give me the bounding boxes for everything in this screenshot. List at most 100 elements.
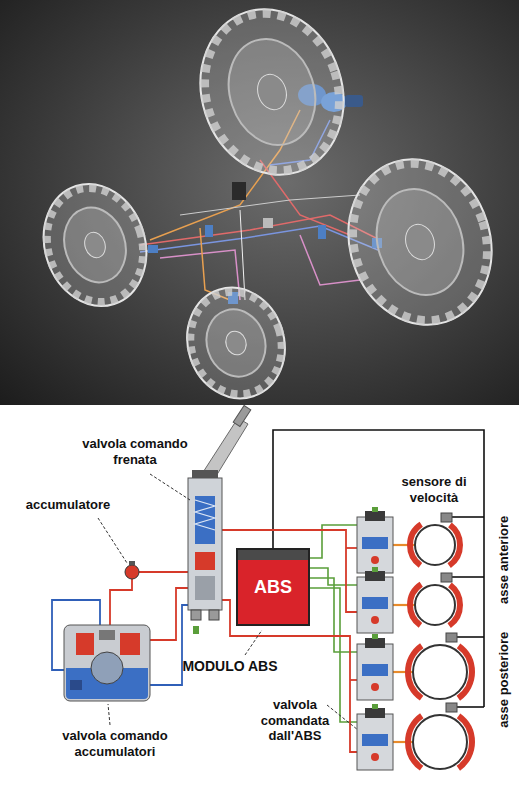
- accumulator-valve-symbol: [64, 625, 150, 701]
- rear-tyre: [253, 71, 291, 114]
- brake-valve-symbol: [195, 576, 215, 600]
- brake-line: [393, 545, 415, 742]
- rear-tyre: [401, 221, 439, 264]
- modulator-valve-symbol: [372, 704, 378, 709]
- modulator-valve-symbol: [357, 577, 393, 633]
- leader-line: [245, 630, 262, 655]
- modulator-valve-symbol: [371, 556, 379, 564]
- front-tyre: [81, 230, 108, 261]
- brake-valve-symbol: [195, 552, 215, 570]
- part-label-text: accumulatore: [26, 497, 111, 512]
- front-brake-symbol: [410, 580, 460, 630]
- module-label: MODULO ABS: [160, 658, 300, 675]
- front-brake-symbol: [441, 513, 452, 522]
- modulator-valve-symbol: [357, 517, 393, 573]
- rear-tyre: [185, 0, 360, 188]
- return-line: [150, 605, 188, 685]
- accumulator-valve-symbol: [76, 633, 94, 655]
- rear-tyre: [327, 140, 512, 343]
- accumulator-symbol: [125, 561, 139, 579]
- chassis-parts: [148, 245, 158, 253]
- accumulator-valve-symbol: [99, 630, 115, 640]
- brake-valve-symbol: [188, 478, 222, 610]
- chassis-lines: [180, 195, 360, 215]
- axle-label-text: asse posteriore: [495, 632, 510, 728]
- front-tyre: [173, 275, 299, 411]
- front-tyre: [32, 175, 157, 314]
- rear-brake-symbol: [446, 633, 457, 642]
- rear-brake-symbol: [413, 645, 467, 699]
- part-label: valvola comando frenata: [65, 436, 205, 467]
- rear-brake-symbol: [446, 703, 457, 712]
- rear-brake-symbol: [408, 710, 472, 774]
- pressure-line: [346, 547, 357, 549]
- modulator-valve-symbol: [372, 567, 378, 572]
- front-brake-symbol: [441, 573, 452, 582]
- accumulator-symbol: [125, 565, 139, 579]
- modulator-valve-symbol: [371, 753, 379, 761]
- render-background: [0, 0, 519, 405]
- pressure-line: [110, 579, 132, 625]
- render-background: [0, 405, 519, 800]
- chassis-parts: [232, 182, 246, 200]
- brake-valve-symbol: [195, 496, 215, 544]
- accumulator-valve-symbol: [64, 625, 150, 701]
- rear-tyre: [179, 0, 364, 194]
- modulator-valve-symbol: [365, 511, 385, 521]
- brake-valve-symbol: [195, 500, 215, 530]
- leader-line: [108, 704, 110, 725]
- front-brake-symbol: [410, 513, 460, 570]
- modulator-valve-symbol: [372, 634, 378, 639]
- part-label: sensore di velocità: [388, 474, 480, 505]
- modulator-valve-symbol: [372, 507, 378, 512]
- sensor-wire: [452, 576, 484, 578]
- part-label: accumulatore: [8, 497, 128, 513]
- sensor-wire: [457, 636, 484, 638]
- part-label-text: valvola comandata dall'ABS: [261, 697, 330, 743]
- pressure-line: [350, 679, 357, 681]
- chassis-parts: [345, 95, 363, 107]
- front-tyre: [28, 171, 161, 320]
- pressure-line: [139, 571, 188, 573]
- modulator-valve-symbol: [365, 708, 385, 718]
- brake-valve-symbol: [191, 610, 201, 620]
- chassis-parts: [318, 225, 326, 239]
- leader-line: [98, 474, 358, 730]
- modulator-valve-symbol: [357, 714, 393, 770]
- part-label-text: valvola comando accumulatori: [62, 728, 167, 759]
- modulator-valve-symbol: [357, 704, 393, 770]
- leader-line: [98, 518, 127, 563]
- front-tyre: [55, 200, 136, 291]
- front-brake-symbol: [415, 585, 455, 625]
- front-tyre: [173, 275, 299, 411]
- leader-line: [327, 705, 358, 730]
- front-tyre: [177, 280, 295, 407]
- brake-valve-symbol: [193, 626, 199, 634]
- accumulator-valve-symbol: [120, 633, 140, 655]
- front-brake-symbol: [410, 573, 460, 630]
- rear-brake-symbol: [408, 640, 472, 704]
- accumulator-valve-symbol: [70, 680, 82, 690]
- module-label-text: MODULO ABS: [182, 658, 277, 674]
- part-label: valvola comandata dall'ABS: [258, 697, 332, 744]
- modulator-valve-symbol: [362, 664, 388, 676]
- front-brake-symbol: [410, 520, 460, 570]
- modulator-valve-symbol: [362, 734, 388, 746]
- modulator-valve-symbol: [362, 537, 388, 549]
- front-tyre: [28, 171, 161, 320]
- axle-label: asse anteriore: [495, 515, 511, 604]
- modulator-valve-symbol: [357, 644, 393, 700]
- part-label-text: sensore di velocità: [401, 474, 466, 505]
- axle-label: asse posteriore: [495, 631, 511, 728]
- front-tyre: [223, 328, 249, 357]
- abs-module-box: ABS: [236, 548, 310, 626]
- rear-tyre: [215, 28, 328, 157]
- brake-valve-symbol: [209, 610, 219, 620]
- chassis-parts: [263, 218, 273, 228]
- rear-brake-symbol: [413, 715, 467, 769]
- sensor-wire: [457, 706, 484, 708]
- modulator-valve-symbol: [371, 683, 379, 691]
